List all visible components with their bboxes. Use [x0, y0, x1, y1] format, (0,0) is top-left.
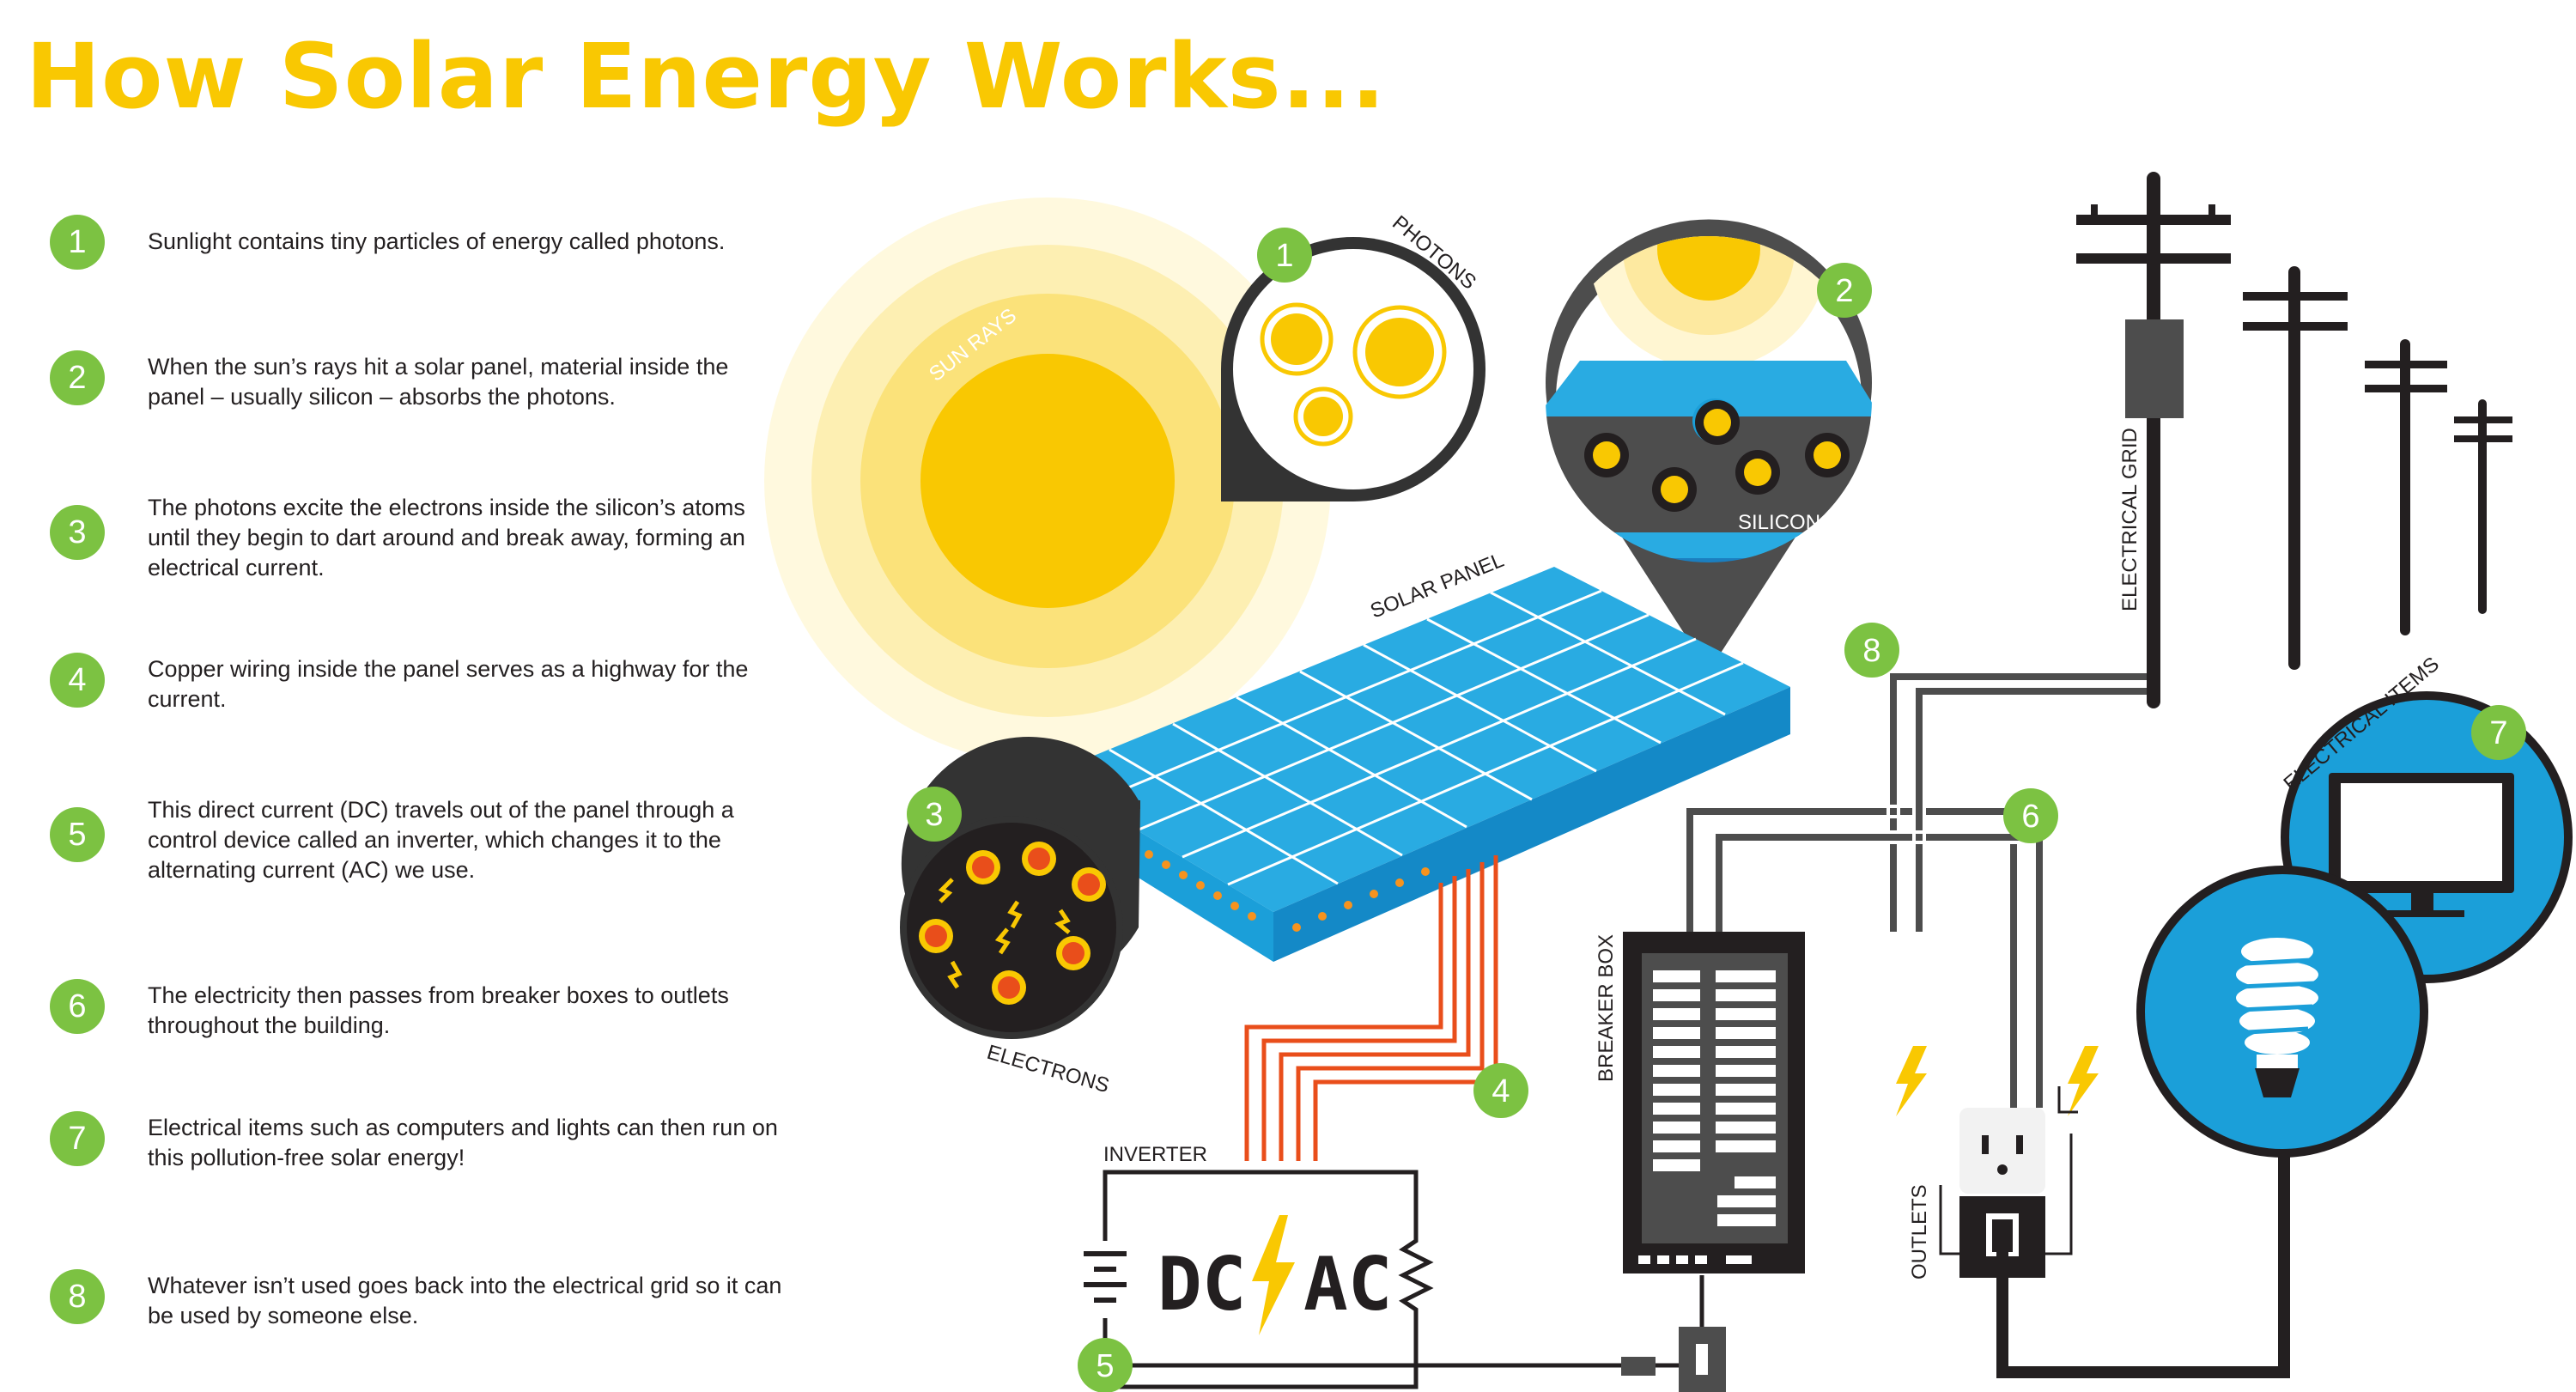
computer-monitor-icon [2329, 773, 2514, 917]
outlet-icon [1959, 1108, 2045, 1194]
silicon-label: SILICON [1738, 511, 1820, 534]
badge-number: 7 [2489, 715, 2507, 751]
step-text: When the sun’s rays hit a solar panel, m… [148, 354, 729, 410]
spark-icon [1896, 1046, 1927, 1116]
inverter: DC AC INVERTER [1084, 1143, 1434, 1389]
grid-wires [1683, 670, 2154, 1108]
breaker-box: BREAKER BOX [1595, 932, 1805, 1273]
utility-pole [2076, 172, 2231, 708]
diagram-badge-7: 7 [2471, 705, 2526, 760]
step-number-badge: 7 [50, 1111, 105, 1166]
breaker-box-label: BREAKER BOX [1595, 934, 1618, 1082]
silicon-pin: SILICON [1545, 219, 1872, 672]
step-text: The photons excite the electrons inside … [148, 495, 745, 581]
ac-text: AC [1303, 1242, 1393, 1328]
diagram-badge-6: 6 [2003, 788, 2058, 843]
electrons-label: ELECTRONS [984, 1041, 1111, 1097]
resistor-icon [1398, 1228, 1434, 1322]
electrical-items: ELECTRICAL ITEMS [2136, 653, 2573, 1158]
dc-wires [1244, 855, 1498, 1161]
electrons-bubble: ELECTRONS [900, 737, 1140, 1097]
step-number-badge: 3 [50, 505, 105, 560]
electron-motion-arrows [938, 878, 1071, 989]
outlets-label: OUTLETS [1908, 1184, 1931, 1280]
diagram-badge-3: 3 [907, 787, 962, 842]
breaker-switches [1653, 970, 1776, 1226]
power-cord [1996, 1134, 2290, 1378]
badge-number: 6 [2021, 799, 2039, 835]
step-number-badge: 2 [50, 350, 105, 405]
badge-number: 5 [1096, 1348, 1114, 1384]
step-text: This direct current (DC) travels out of … [148, 797, 734, 883]
diagram-badge-1: 1 [1257, 228, 1312, 283]
badge-number: 4 [1492, 1073, 1510, 1109]
step-text: The electricity then passes from breaker… [148, 982, 729, 1038]
electrical-grid-label: ELECTRICAL GRID [2118, 428, 2142, 611]
battery-icon [1084, 1251, 1127, 1303]
page-title: How Solar Energy Works... [26, 24, 1387, 129]
step-number-badge: 8 [50, 1269, 105, 1324]
diagram-badge-8: 8 [1844, 623, 1899, 678]
diagram-step-badges: 1 2 3 4 5 6 7 8 [907, 228, 2526, 1392]
sun-illustration: SUN RAYS [764, 198, 1331, 764]
badge-number: 1 [1275, 238, 1293, 274]
diagram-badge-5: 5 [1078, 1338, 1133, 1392]
step-number-badge: 1 [50, 215, 105, 270]
step-text: Sunlight contains tiny particles of ener… [148, 228, 726, 254]
panel-grid [1091, 589, 1744, 886]
inverter-label: INVERTER [1103, 1143, 1207, 1166]
photons-bubble: PHOTONS [1221, 211, 1485, 501]
lightning-icon [1252, 1215, 1295, 1335]
step-number-badge: 4 [50, 653, 105, 708]
utility-pole [2243, 266, 2348, 670]
electron-particles [919, 842, 1106, 1005]
solar-panel: SOLAR PANEL [1046, 549, 1790, 962]
diagram-badge-4: 4 [1473, 1063, 1528, 1118]
inverter-to-breaker-wire [1105, 1275, 1726, 1392]
light-bulb-icon [2236, 938, 2318, 1097]
breaker-indicators [1638, 1255, 1752, 1264]
spark-icon [2068, 1046, 2099, 1116]
utility-pole [2454, 399, 2512, 614]
utility-pole [2365, 339, 2447, 635]
step-number-badge: 6 [50, 979, 105, 1034]
badge-number: 3 [925, 797, 943, 833]
step-number-badge: 5 [50, 807, 105, 862]
electrical-grid-poles: ELECTRICAL GRID [2076, 172, 2512, 708]
diagram-badge-2: 2 [1817, 263, 1872, 318]
step-text: Whatever isn’t used goes back into the e… [148, 1273, 782, 1328]
step-text: Electrical items such as computers and l… [148, 1115, 778, 1170]
badge-number: 8 [1862, 633, 1880, 669]
badge-number: 2 [1835, 273, 1853, 309]
dc-text: DC [1157, 1242, 1247, 1328]
step-text: Copper wiring inside the panel serves as… [148, 656, 749, 712]
silicon-electrons [1584, 400, 1850, 512]
